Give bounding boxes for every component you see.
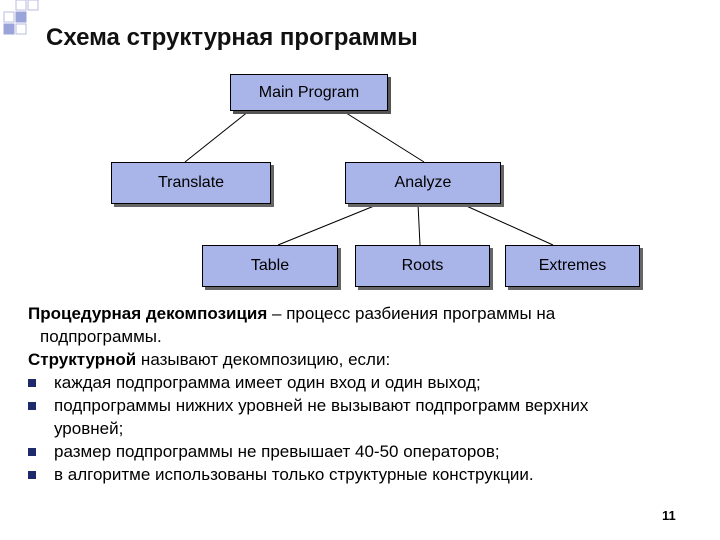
term-structural: Структурной bbox=[28, 350, 137, 369]
square-bullet-icon bbox=[28, 402, 36, 410]
definition-text: – процесс разбиения программы на bbox=[267, 304, 556, 323]
bullet-continuation: уровней; bbox=[54, 419, 124, 438]
edge-main-translate bbox=[184, 110, 250, 163]
corner-decoration bbox=[3, 0, 39, 35]
bullet-text: подпрограммы нижних уровней не вызывают … bbox=[54, 396, 589, 415]
node-roots: Roots bbox=[355, 245, 490, 287]
square-bullet-icon bbox=[28, 471, 36, 479]
node-translate-label: Translate bbox=[157, 174, 225, 191]
paragraph-structural: Структурной называют декомпозицию, если: bbox=[28, 348, 698, 371]
bullet-item: в алгоритме использованы только структур… bbox=[28, 463, 698, 486]
edge-analyze-extremes bbox=[461, 203, 554, 246]
structural-text: называют декомпозицию, если: bbox=[136, 350, 391, 369]
paragraph-definition: Процедурная декомпозиция – процесс разби… bbox=[28, 302, 698, 325]
slide-title: Схема структурная программы bbox=[46, 24, 418, 51]
node-roots-label: Roots bbox=[401, 257, 444, 274]
page-number: 11 bbox=[662, 508, 676, 523]
definition-continuation: подпрограммы. bbox=[40, 327, 162, 346]
edge-analyze-roots bbox=[417, 203, 421, 246]
node-analyze: Analyze bbox=[345, 162, 501, 204]
tree-connectors bbox=[184, 110, 554, 246]
bullet-item: каждая подпрограмма имеет один вход и од… bbox=[28, 371, 698, 394]
bullet-item: размер подпрограммы не превышает 40-50 о… bbox=[28, 440, 698, 463]
node-analyze-label: Analyze bbox=[394, 174, 452, 191]
bullet-item: подпрограммы нижних уровней не вызывают … bbox=[28, 394, 698, 417]
bullet-text: каждая подпрограмма имеет один вход и од… bbox=[54, 373, 481, 392]
term-procedural-decomposition: Процедурная декомпозиция bbox=[28, 304, 268, 323]
node-table-label: Table bbox=[250, 257, 290, 274]
edge-main-analyze bbox=[342, 110, 425, 163]
node-translate: Translate bbox=[111, 162, 271, 204]
node-extremes: Extremes bbox=[505, 245, 640, 287]
node-main-program: Main Program bbox=[230, 74, 388, 111]
square-bullet-icon bbox=[28, 448, 36, 456]
node-table: Table bbox=[202, 245, 338, 287]
bullet-text: в алгоритме использованы только структур… bbox=[54, 465, 534, 484]
bullet-text: размер подпрограммы не превышает 40-50 о… bbox=[54, 442, 500, 461]
body-text: Процедурная декомпозиция – процесс разби… bbox=[28, 302, 698, 486]
square-bullet-icon bbox=[28, 379, 36, 387]
node-main-program-label: Main Program bbox=[258, 83, 360, 101]
edge-analyze-table bbox=[277, 203, 380, 246]
node-extremes-label: Extremes bbox=[538, 257, 607, 274]
